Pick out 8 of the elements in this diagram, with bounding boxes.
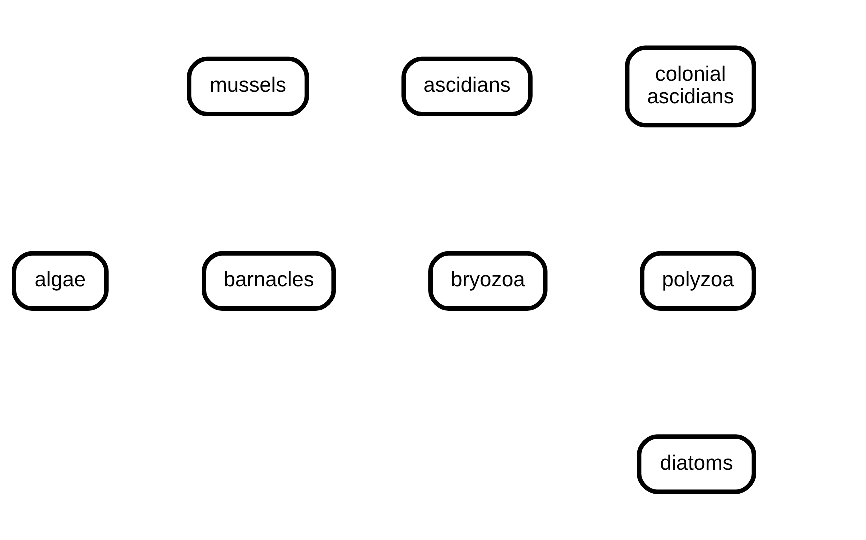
- node-box: mussels: [187, 56, 310, 116]
- node-box: barnacles: [202, 251, 336, 311]
- node-box: colonial ascidians: [625, 46, 756, 128]
- node-box: diatoms: [637, 434, 756, 494]
- node-box: polyzoa: [640, 251, 756, 311]
- node-box: ascidians: [402, 56, 533, 116]
- node-box: bryozoa: [428, 251, 548, 311]
- node-box: algae: [12, 251, 109, 311]
